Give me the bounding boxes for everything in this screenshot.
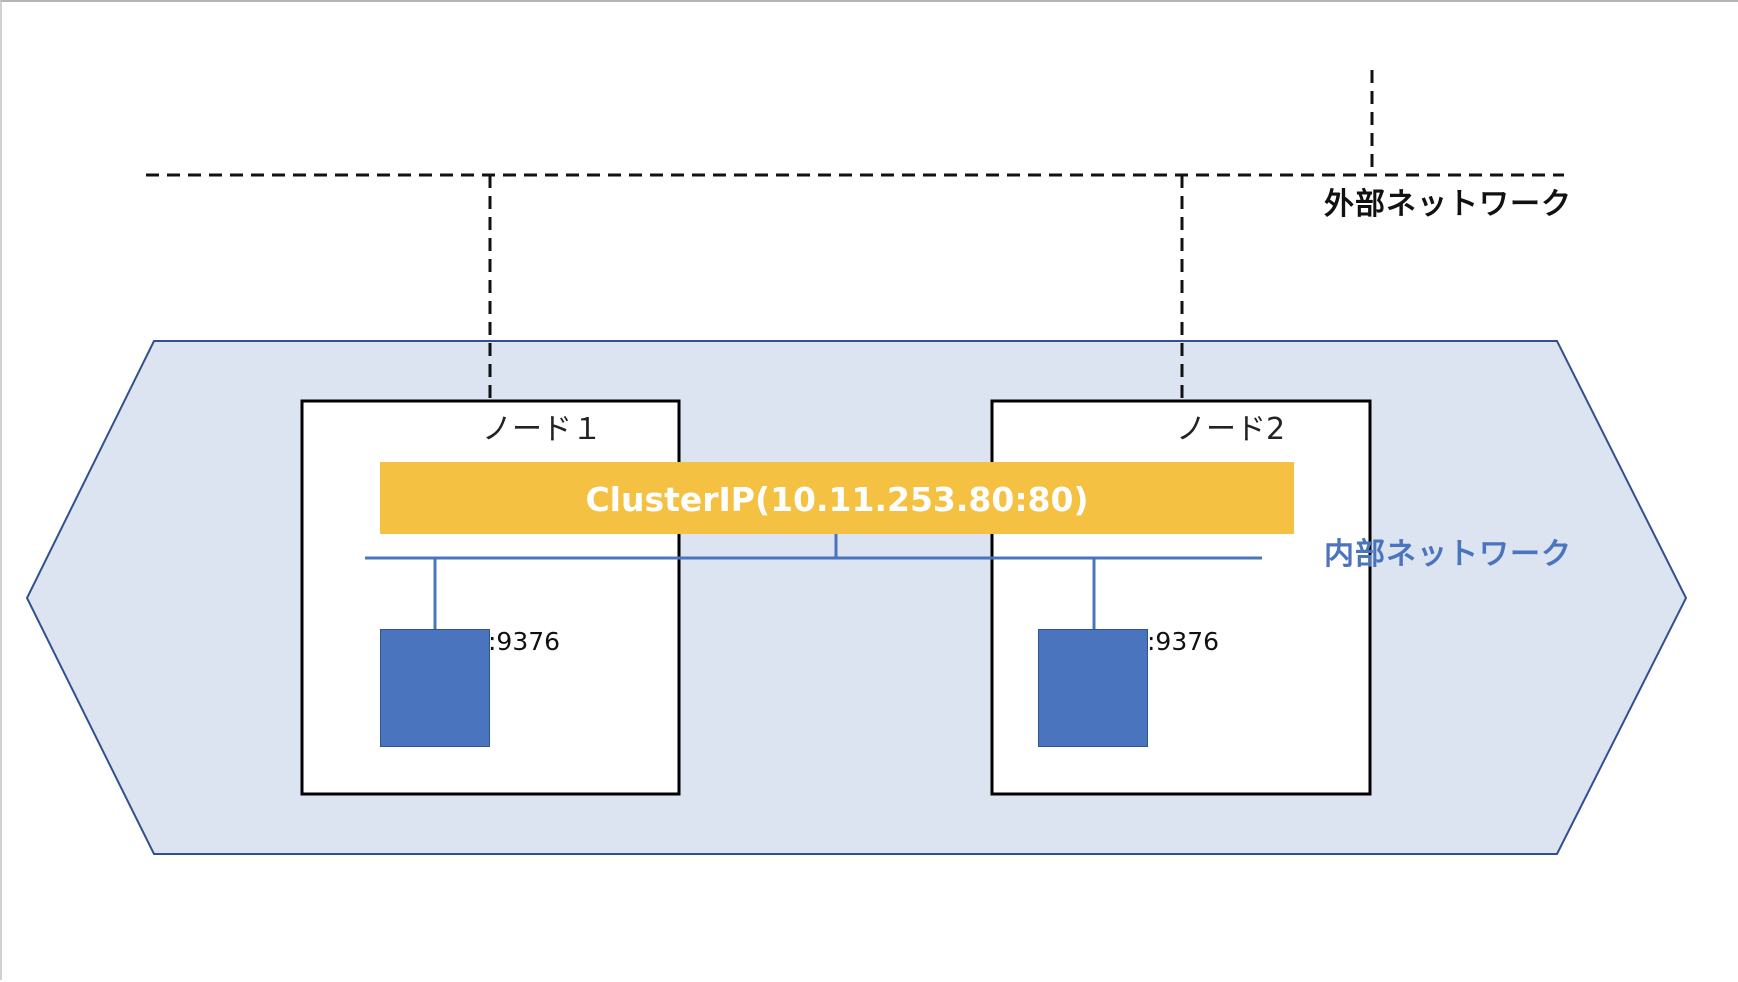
internal-network-label: 内部ネットワーク [1324, 537, 1572, 572]
node1-box [300, 399, 681, 796]
node2-pod [1038, 629, 1148, 747]
node2-pod-port: :9376 [1147, 627, 1220, 656]
node1-pod [380, 629, 490, 747]
cluster-ip-bar: ClusterIP(10.11.253.80:80) [380, 462, 1294, 534]
external-network-label: 外部ネットワーク [1324, 187, 1572, 222]
cluster-ip-label: ClusterIP(10.11.253.80:80) [585, 480, 1089, 519]
node1-pod-port: :9376 [488, 627, 561, 656]
internal-network-area [25, 340, 1688, 855]
node2-title: ノード2 [1176, 412, 1286, 447]
node1-title: ノード１ [482, 412, 602, 447]
